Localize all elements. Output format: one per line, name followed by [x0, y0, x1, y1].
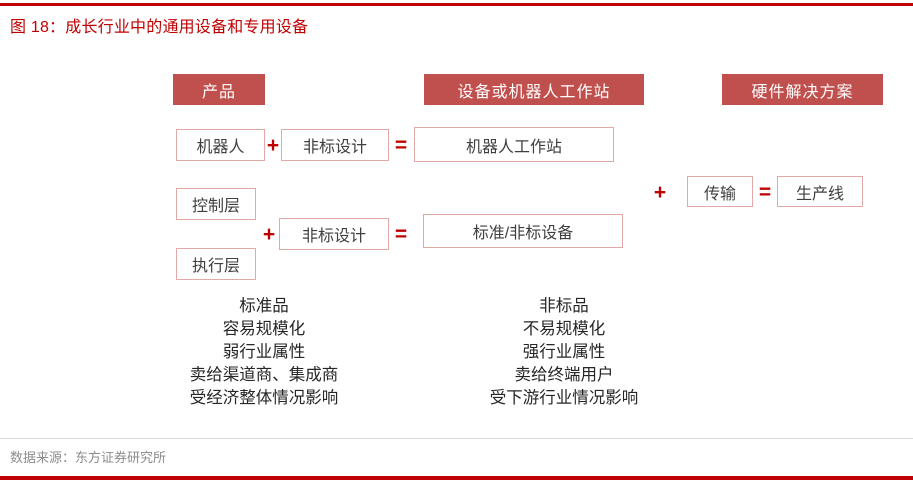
equals-operator-icon-2: = — [394, 222, 408, 246]
box-standard-nonstandard-equipment: 标准/非标设备 — [423, 214, 623, 248]
description-left-line: 标准品 — [239, 297, 289, 315]
figure-title: 图 18：成长行业中的通用设备和专用设备 — [10, 19, 309, 36]
description-left-line: 弱行业属性 — [222, 343, 306, 361]
box-control-layer: 控制层 — [176, 188, 256, 220]
description-right-line: 非标品 — [539, 297, 589, 315]
equals-operator-icon-3: = — [758, 180, 772, 204]
box-transfer: 传输 — [687, 176, 753, 207]
box-nonstandard-design-1: 非标设计 — [281, 129, 389, 161]
footer-divider — [0, 438, 913, 439]
banner-hardware: 硬件解决方案 — [722, 74, 883, 105]
description-left-line: 卖给渠道商、集成商 — [189, 366, 339, 384]
plus-operator-icon: + — [266, 133, 280, 157]
box-execution-layer: 执行层 — [176, 248, 256, 280]
banner-product: 产品 — [173, 74, 265, 105]
top-red-rule — [0, 3, 913, 6]
description-right-line: 强行业属性 — [522, 343, 606, 361]
description-right-column: 非标品 不易规模化 强行业属性 卖给终端用户 受下游行业情况影响 — [404, 295, 724, 410]
banner-equipment: 设备或机器人工作站 — [424, 74, 644, 105]
box-robot-workstation: 机器人工作站 — [414, 127, 614, 162]
description-left-line: 容易规模化 — [222, 320, 306, 338]
description-right-line: 不易规模化 — [522, 320, 606, 338]
description-left-line: 受经济整体情况影响 — [189, 389, 339, 407]
box-robot: 机器人 — [176, 129, 265, 161]
description-right-line: 受下游行业情况影响 — [489, 389, 639, 407]
description-left-column: 标准品 容易规模化 弱行业属性 卖给渠道商、集成商 受经济整体情况影响 — [104, 295, 424, 410]
box-nonstandard-design-2: 非标设计 — [279, 218, 389, 250]
plus-operator-icon-2: + — [262, 222, 276, 246]
source-note: 数据来源：东方证券研究所 — [10, 450, 167, 465]
description-right-line: 卖给终端用户 — [514, 366, 614, 384]
plus-operator-icon-3: + — [653, 180, 667, 204]
equals-operator-icon: = — [394, 133, 408, 157]
bottom-red-rule — [0, 476, 913, 480]
box-production-line: 生产线 — [777, 176, 863, 207]
